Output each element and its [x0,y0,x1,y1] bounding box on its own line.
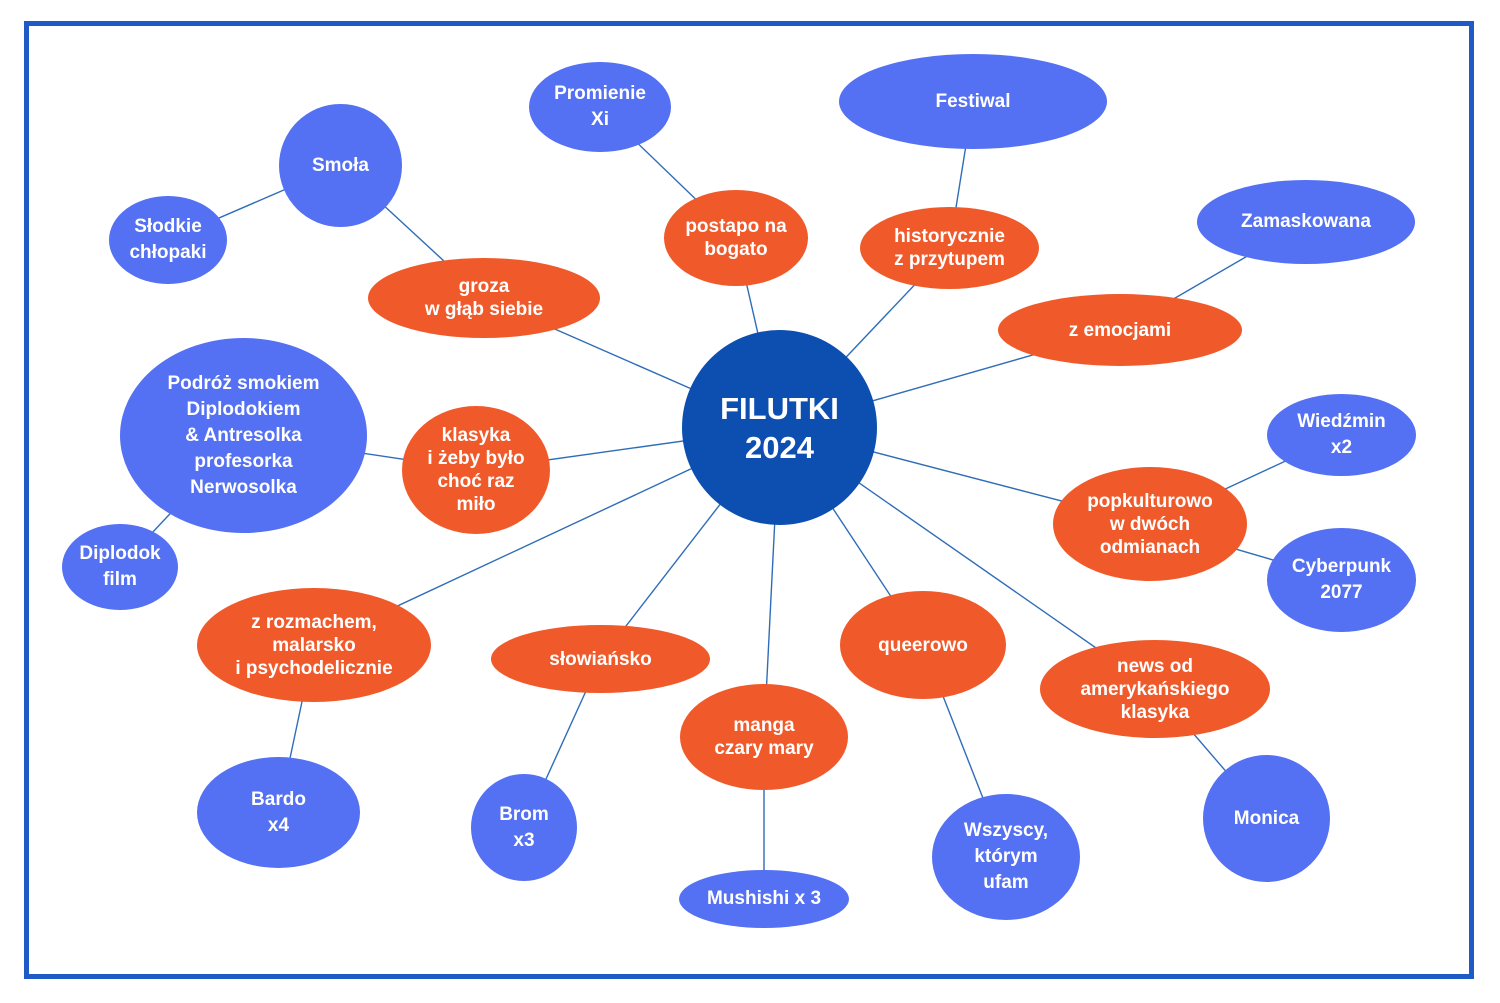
category-postapo: postapo na bogato [664,190,808,286]
leaf-slodkie-chlopaki: Słodkie chłopaki [109,196,227,284]
leaf-festiwal: Festiwal [839,54,1107,149]
leaf-podroz-smokiem: Podróż smokiem Diplodokiem & Antresolka … [120,338,367,533]
category-slowiansko: słowiańsko [491,625,710,693]
leaf-zamaskowana: Zamaskowana [1197,180,1415,264]
leaf-mushishi: Mushishi x 3 [679,870,849,928]
category-rozmach: z rozmachem, malarsko i psychodelicznie [197,588,431,702]
leaf-smola: Smoła [279,104,402,227]
category-historycznie: historycznie z przytupem [860,207,1039,289]
leaf-monica: Monica [1203,755,1330,882]
center-node: FILUTKI 2024 [682,330,877,525]
leaf-cyberpunk: Cyberpunk 2077 [1267,528,1416,632]
category-popkultura: popkulturowo w dwóch odmianach [1053,467,1247,581]
leaf-diplodok-film: Diplodok film [62,524,178,610]
leaf-wiedzmin: Wiedźmin x2 [1267,394,1416,476]
category-news: news od amerykańskiego klasyka [1040,640,1270,738]
category-emocje: z emocjami [998,294,1242,366]
category-manga: manga czary mary [680,684,848,790]
category-groza: groza w głąb siebie [368,258,600,338]
leaf-brom: Brom x3 [471,774,577,881]
category-klasyka: klasyka i żeby było choć raz miło [402,406,550,534]
leaf-bardo: Bardo x4 [197,757,360,868]
leaf-wszyscy-ktorym-ufam: Wszyscy, którym ufam [932,794,1080,920]
leaf-promienie-xi: Promienie Xi [529,62,671,152]
category-queerowo: queerowo [840,591,1006,699]
